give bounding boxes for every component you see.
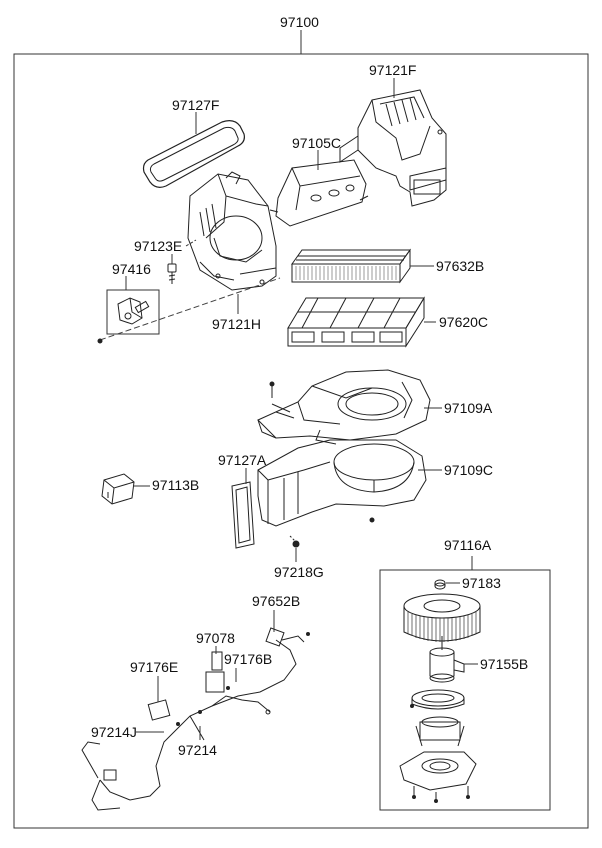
label-97109c: 97109C xyxy=(444,462,494,478)
part-97127f-gasket[interactable] xyxy=(144,121,245,188)
part-motor-flange[interactable] xyxy=(411,690,465,709)
label-97078: 97078 xyxy=(196,630,235,646)
label-97214: 97214 xyxy=(178,742,217,758)
part-blower-fan[interactable] xyxy=(404,594,480,642)
part-motor-bracket[interactable] xyxy=(416,717,464,746)
part-motor-base[interactable] xyxy=(400,752,476,803)
label-97416: 97416 xyxy=(112,261,151,277)
label-97176e: 97176E xyxy=(130,659,179,675)
part-97416-actuator[interactable] xyxy=(106,289,160,335)
part-97113b-resistor[interactable] xyxy=(102,474,134,504)
label-97632b: 97632B xyxy=(436,258,485,274)
blower-motor-box xyxy=(379,569,551,811)
part-97127a-seal[interactable] xyxy=(232,482,254,548)
part-97155b-motor[interactable] xyxy=(430,636,464,682)
part-97620c-filter-case[interactable] xyxy=(288,298,424,346)
label-97652b: 97652B xyxy=(252,593,301,609)
label-97121h: 97121H xyxy=(212,316,262,332)
label-97100: 97100 xyxy=(280,14,319,30)
part-97105c-door[interactable] xyxy=(270,160,368,226)
label-97127a: 97127A xyxy=(218,452,267,468)
part-97632b-filter[interactable] xyxy=(292,250,410,282)
label-97121f: 97121F xyxy=(369,62,417,78)
part-97121h-housing[interactable] xyxy=(188,172,276,290)
part-97109a-upper-case[interactable] xyxy=(258,370,430,444)
label-97218g: 97218G xyxy=(274,564,324,580)
label-97155b: 97155B xyxy=(480,656,529,672)
part-97109c-lower-case[interactable] xyxy=(258,440,426,526)
label-97116a: 97116A xyxy=(444,537,492,553)
part-97121f-duct[interactable] xyxy=(340,90,446,206)
label-97620c: 97620C xyxy=(439,314,489,330)
label-97214j: 97214J xyxy=(91,724,137,740)
label-97113b: 97113B xyxy=(152,477,200,493)
part-wiring-harness[interactable] xyxy=(82,628,310,810)
part-97218g-screw[interactable] xyxy=(290,536,299,547)
label-97183: 97183 xyxy=(462,575,501,591)
label-97176b: 97176B xyxy=(224,651,273,667)
part-97183-nut[interactable] xyxy=(435,580,445,589)
label-97105c: 97105C xyxy=(292,135,342,151)
label-97127f: 97127F xyxy=(172,97,220,113)
label-97109a: 97109A xyxy=(444,400,493,416)
part-97123e-screw[interactable] xyxy=(168,264,176,284)
filter-pleats xyxy=(295,266,397,280)
assembly-frame xyxy=(13,53,589,829)
label-97123e: 97123E xyxy=(134,238,183,254)
